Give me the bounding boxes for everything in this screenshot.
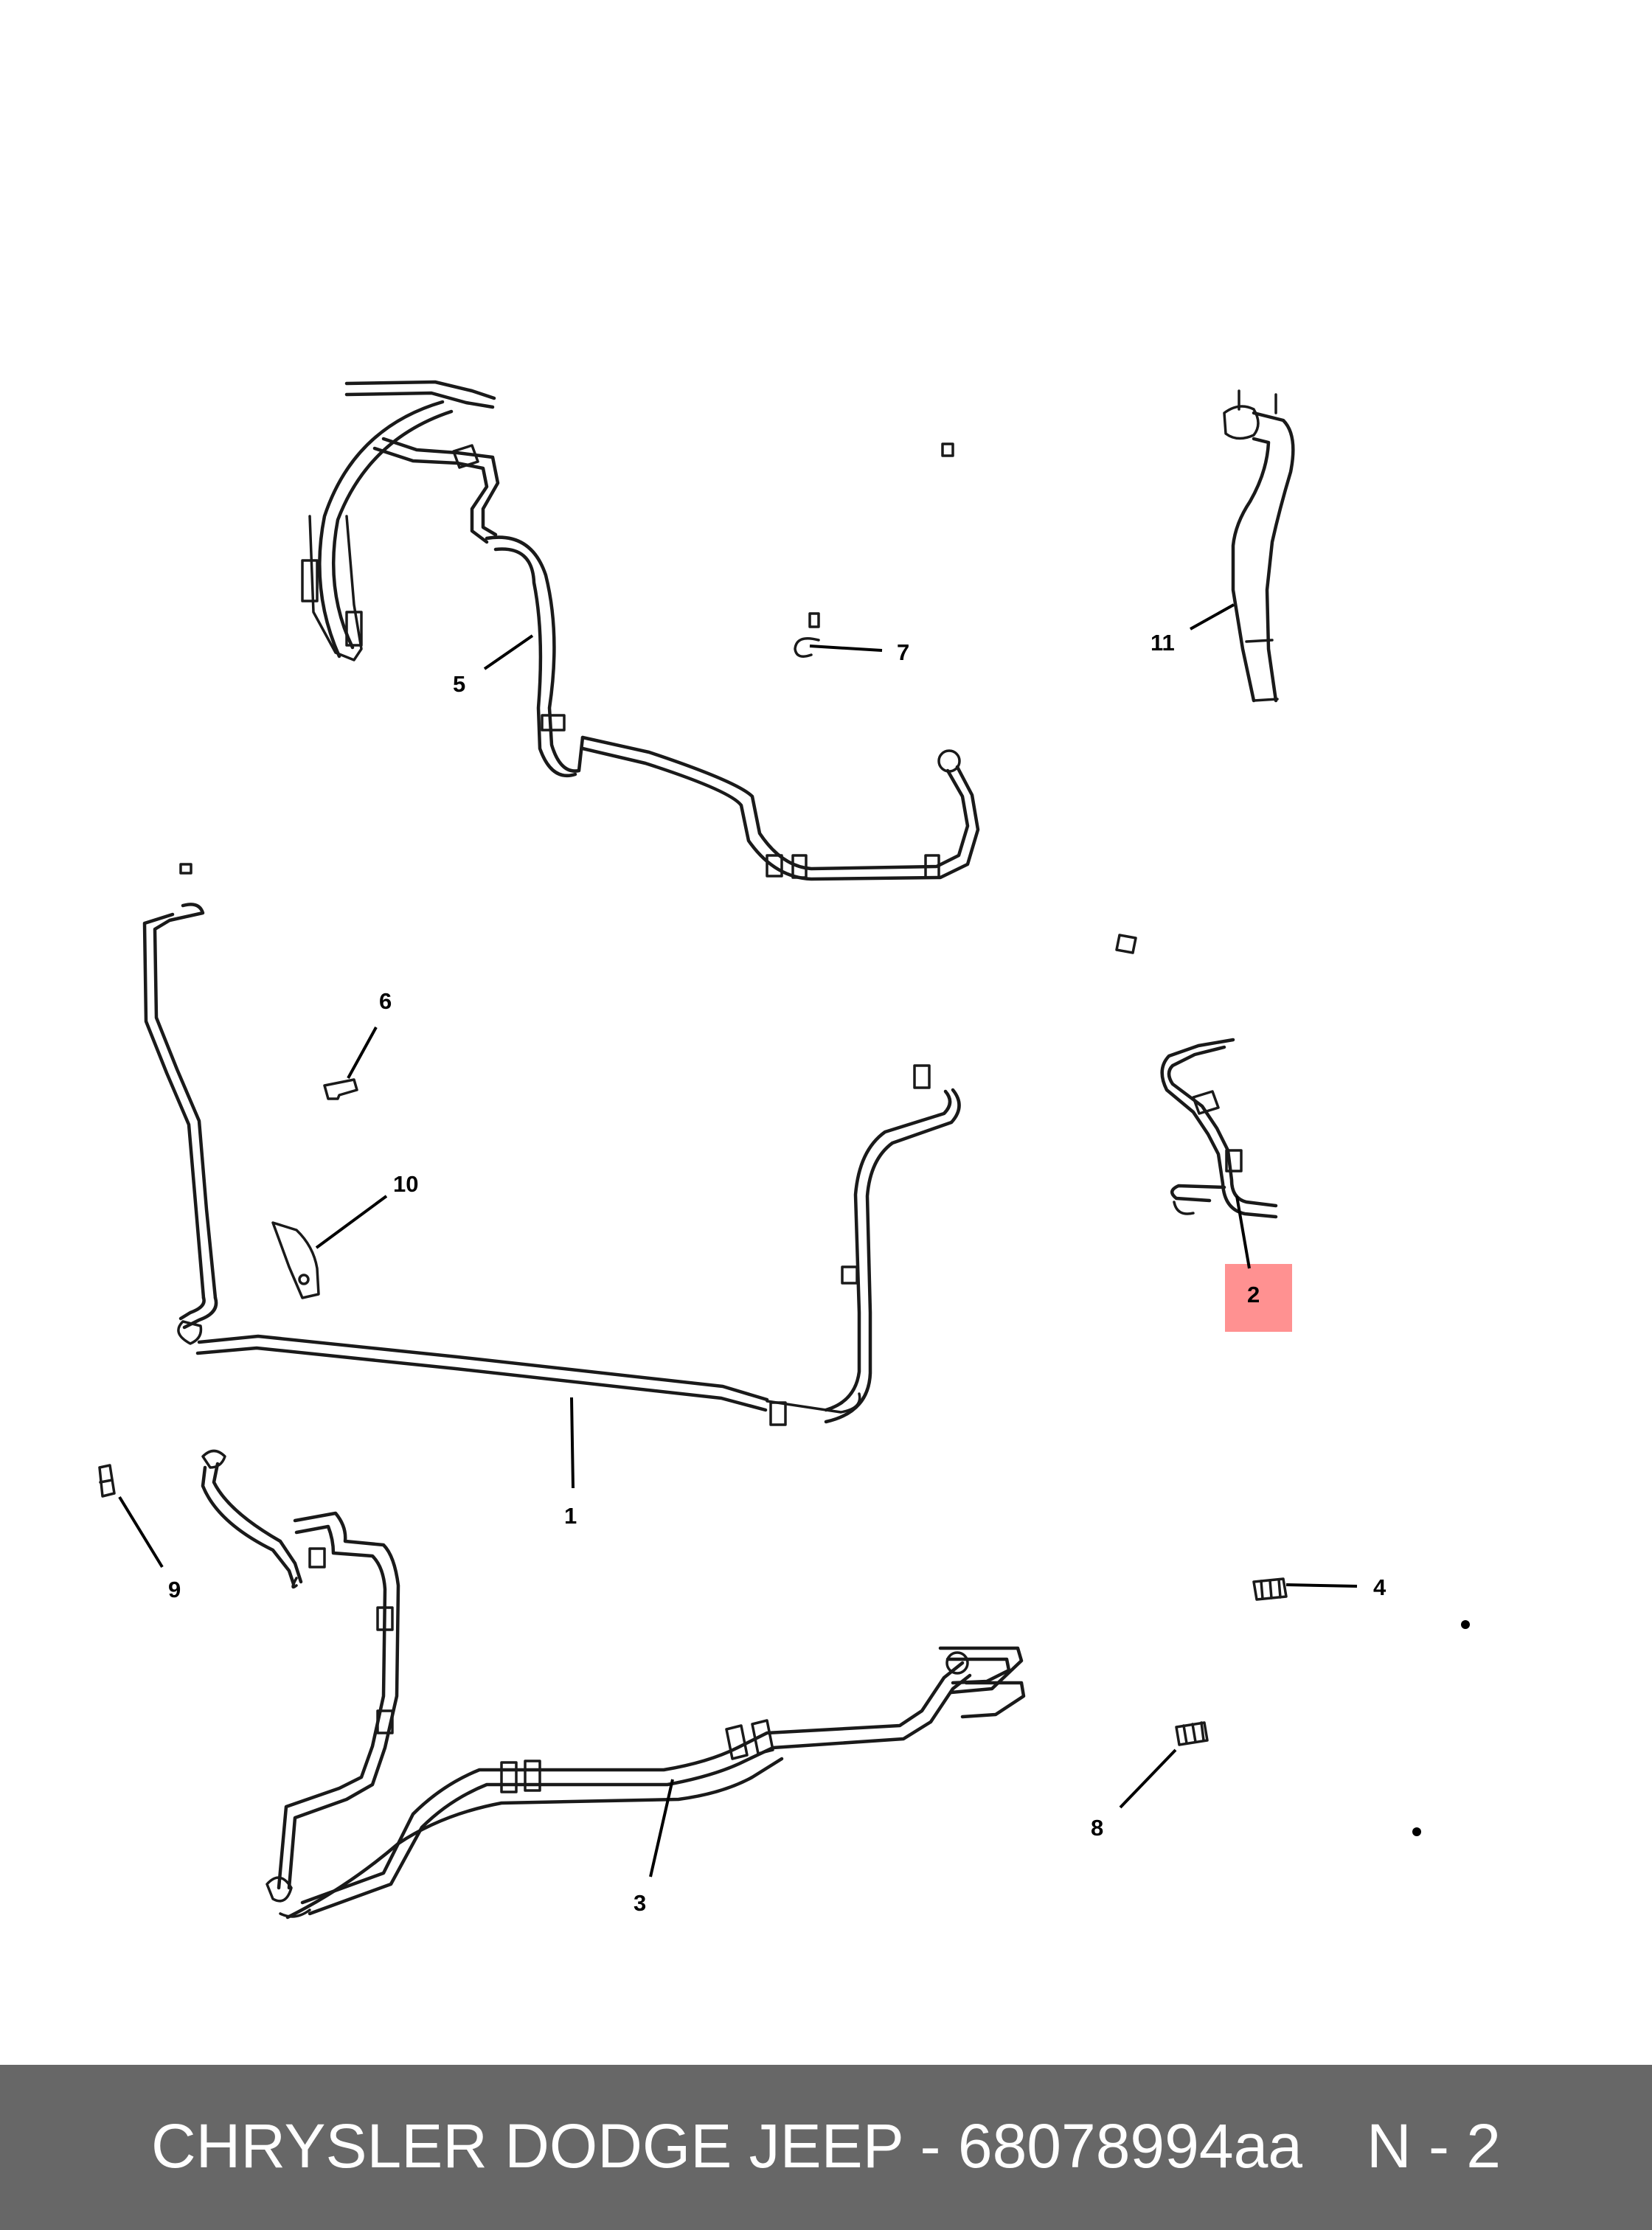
leader-4 [1285, 1583, 1358, 1588]
parts-diagram: 5 7 11 1 6 [98, 380, 1470, 1920]
part-9-fitting [98, 1464, 116, 1498]
callout-9: 9 [168, 1577, 181, 1602]
leader-9 [118, 1496, 164, 1569]
callout-4: 4 [1373, 1574, 1386, 1600]
leader-10 [315, 1195, 388, 1249]
part-2-line [1115, 934, 1278, 1219]
footer-page-ref: N - 2 [1366, 2111, 1501, 2181]
leader-8 [1119, 1748, 1177, 1809]
callout-8: 8 [1091, 1815, 1103, 1841]
callout-6: 6 [379, 988, 392, 1014]
part-1-line-assembly [142, 863, 961, 1426]
leader-6 [347, 1027, 378, 1079]
part-5-hose-assembly [301, 380, 980, 881]
part-3-line-assembly [201, 1449, 1026, 1920]
leader-3 [649, 1779, 674, 1878]
footer-bar: CHRYSLER DODGE JEEP - 68078994aa N - 2 [0, 2065, 1652, 2230]
callout-2: 2 [1247, 1282, 1260, 1307]
footer-title: CHRYSLER DODGE JEEP - 68078994aa [151, 2111, 1303, 2181]
leader-1 [570, 1397, 575, 1489]
part-7-clip [794, 612, 820, 658]
leader-7 [809, 645, 883, 652]
callout-5: 5 [453, 671, 465, 697]
leader-2 [1235, 1195, 1251, 1269]
part-8-clamp [1175, 1721, 1209, 1746]
part-10-bracket [271, 1221, 320, 1299]
leader-11 [1190, 603, 1235, 631]
part-6-clip [323, 1078, 358, 1100]
part-11-hose [1223, 389, 1295, 703]
small-clip-top [941, 442, 954, 457]
part-4-clamp [1252, 1577, 1288, 1601]
callout-1: 1 [564, 1503, 577, 1529]
highlight-box-2 [1225, 1264, 1292, 1332]
callout-3: 3 [634, 1890, 646, 1916]
callout-7: 7 [897, 639, 909, 665]
marker-dot [1412, 1827, 1421, 1836]
marker-dot [1461, 1620, 1470, 1629]
callout-10: 10 [393, 1171, 418, 1197]
callout-11: 11 [1150, 630, 1175, 656]
leader-5 [483, 634, 534, 670]
